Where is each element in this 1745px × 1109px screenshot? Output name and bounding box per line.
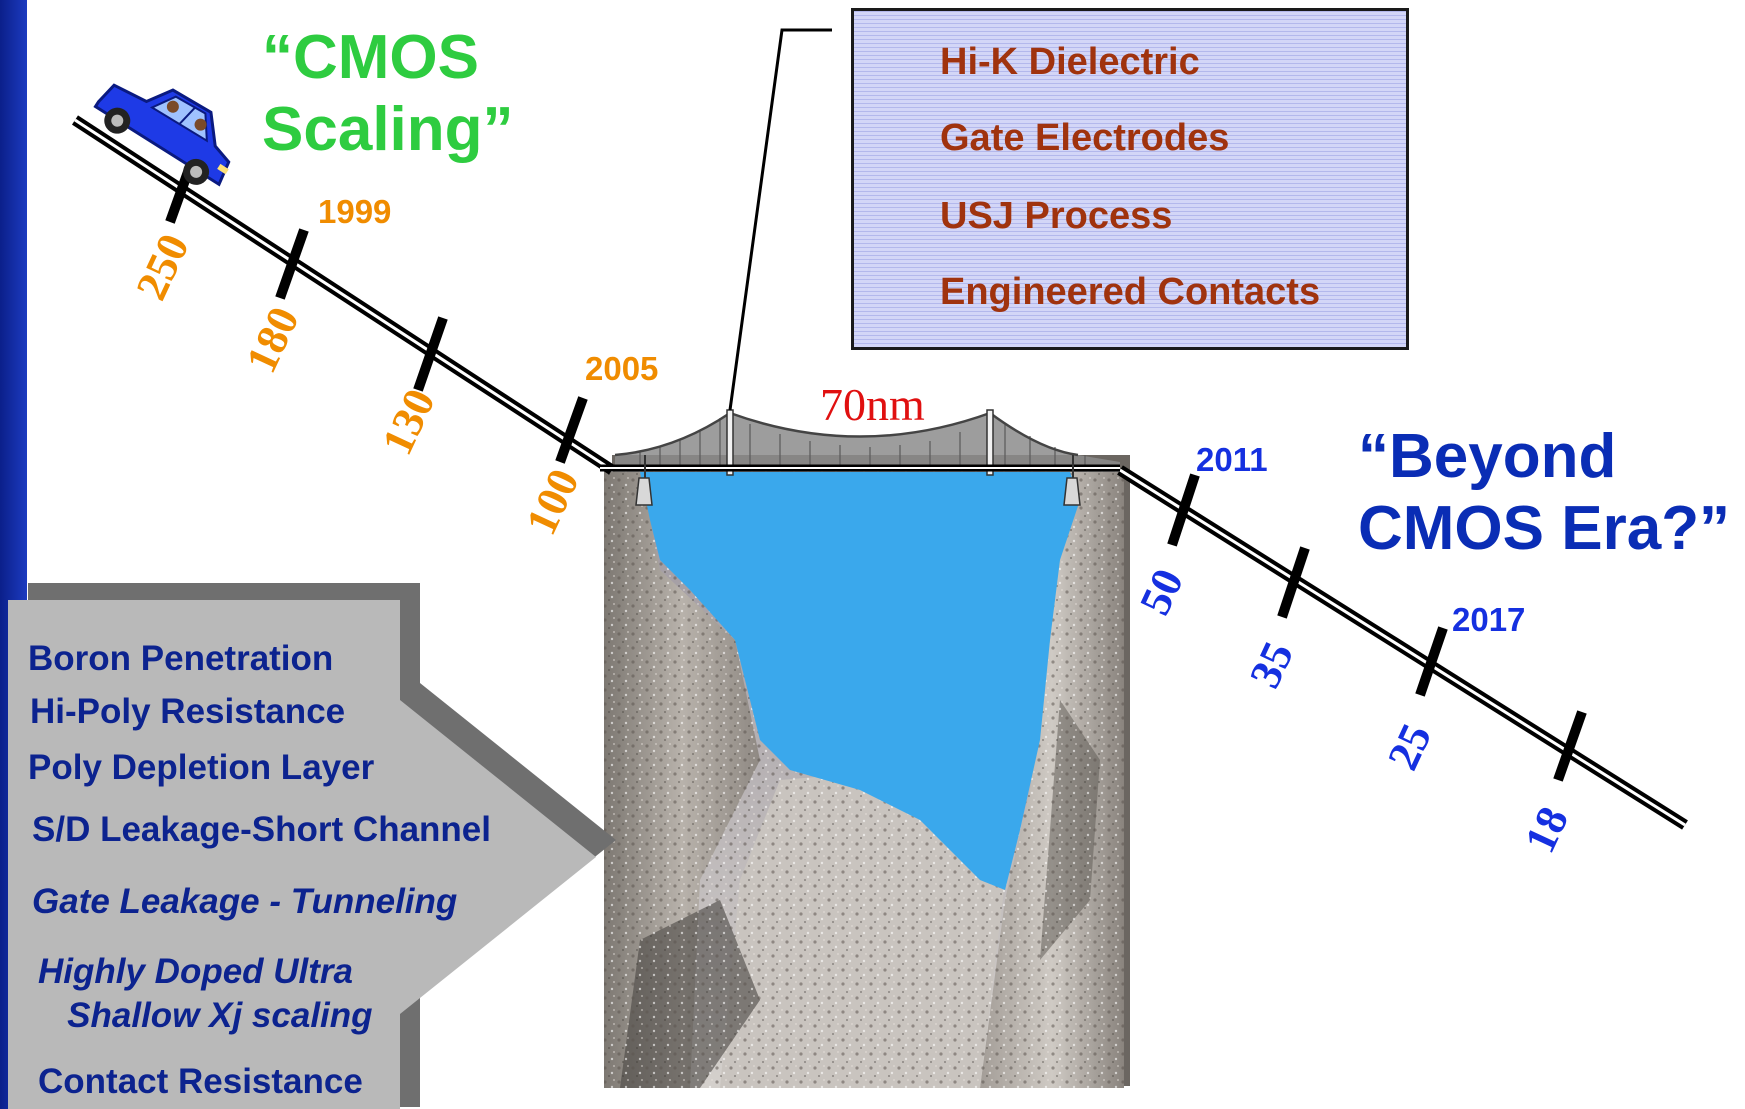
solution-item: Engineered Contacts <box>940 271 1321 313</box>
right-node-ticks <box>1167 473 1587 782</box>
problem-item: Gate Leakage - Tunneling <box>32 882 458 921</box>
left-track <box>71 115 616 475</box>
callout-leader-line <box>728 28 832 411</box>
solutions-box: Hi-K Dielectric Gate Electrodes USJ Proc… <box>851 8 1409 350</box>
cmos-scaling-title: “CMOS Scaling” <box>262 23 514 164</box>
gap-node-label: 70nm <box>820 379 925 430</box>
canyon-image <box>604 455 1130 1088</box>
problem-item: Boron Penetration <box>28 639 334 678</box>
suspension-bridge-icon <box>600 409 1120 506</box>
tick-18 <box>1553 710 1587 782</box>
solution-item: Gate Electrodes <box>940 117 1230 159</box>
year-label: 1999 <box>318 193 392 230</box>
right-track <box>1117 465 1688 830</box>
tick-35 <box>1277 546 1310 619</box>
problem-item: Poly Depletion Layer <box>28 748 375 787</box>
problem-item: Highly Doped Ultra Shallow Xj scaling <box>38 952 373 1035</box>
tick-100 <box>555 396 588 464</box>
tick-180 <box>275 228 309 300</box>
tick-50 <box>1167 473 1200 547</box>
tick-25 <box>1415 626 1448 697</box>
solution-item: USJ Process <box>940 195 1173 237</box>
solution-item: Hi-K Dielectric <box>940 41 1200 83</box>
problem-item: Hi-Poly Resistance <box>30 692 346 731</box>
year-label: 2017 <box>1452 601 1526 638</box>
canyon-water <box>640 472 1080 890</box>
problem-item: S/D Leakage-Short Channel <box>32 810 491 849</box>
car-icon <box>93 83 231 187</box>
year-label: 2011 <box>1196 441 1268 478</box>
problems-callout-shape <box>8 583 616 1109</box>
tick-130 <box>413 316 448 392</box>
beyond-cmos-title: “Beyond CMOS Era?” <box>1358 422 1731 563</box>
year-label: 2005 <box>585 350 659 387</box>
problem-item: Contact Resistance <box>38 1062 363 1101</box>
